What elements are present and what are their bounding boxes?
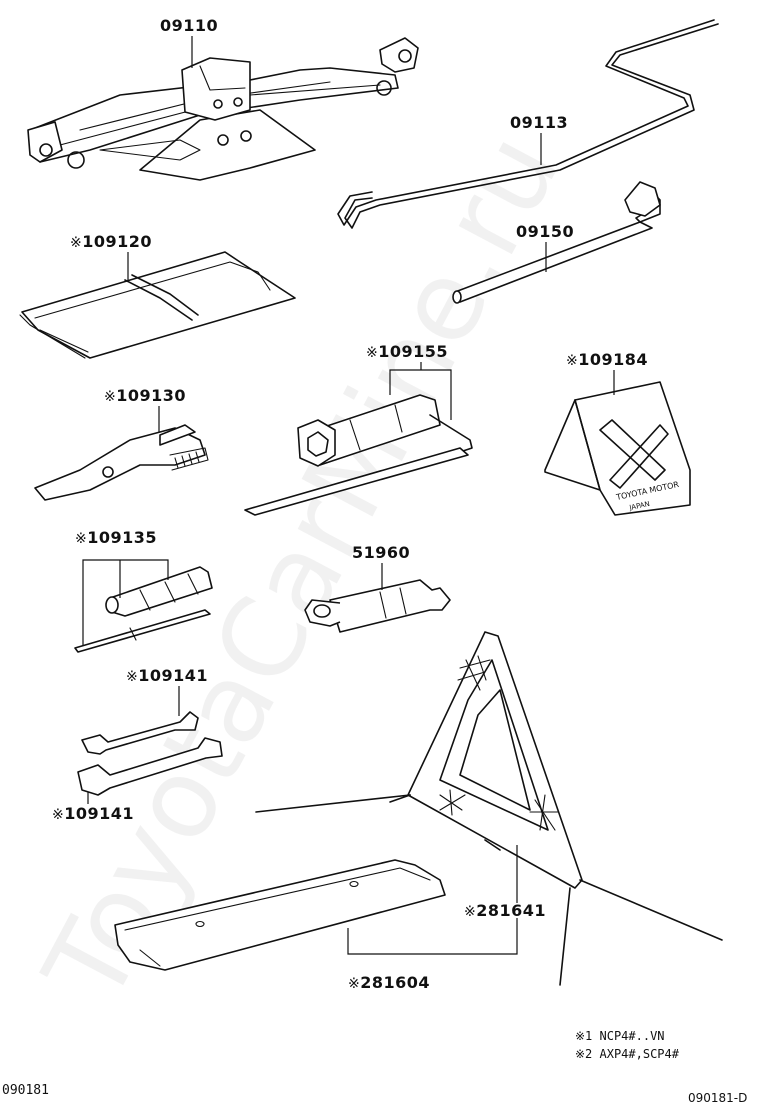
label-09184: ※109184 [566, 350, 648, 369]
spanner-upper-illustration [81, 711, 199, 755]
label-81604: ※281604 [348, 973, 430, 992]
footer-left-code: 090181 [2, 1083, 49, 1098]
jack-handle-illustration [337, 19, 719, 229]
label-09155: ※109155 [366, 342, 448, 361]
plug-wrench-illustration [244, 394, 473, 516]
label-09135: ※109135 [75, 528, 157, 547]
tool-plate-illustration: TOYOTA MOTOR JAPAN [544, 381, 691, 516]
footer-right-code: 090181-D [688, 1091, 747, 1105]
label-81641: ※281641 [464, 901, 546, 920]
screwdriver-illustration [74, 566, 213, 653]
warning-triangle-illustration [255, 631, 723, 986]
note-2: ※2 AXP4#,SCP4# [575, 1047, 680, 1061]
label-51960: 51960 [352, 543, 410, 562]
label-09113: 09113 [510, 113, 568, 132]
jack-illustration [27, 37, 419, 181]
label-09120: ※109120 [70, 232, 152, 251]
label-09141-upper: ※109141 [126, 666, 208, 685]
note-1: ※1 NCP4#..VN [575, 1029, 665, 1043]
label-09150: 09150 [516, 222, 574, 241]
lug-wrench-illustration [452, 181, 661, 304]
towing-hook-illustration [304, 579, 451, 633]
triangle-case-illustration [114, 859, 446, 971]
spanner-lower-illustration [77, 737, 223, 796]
tool-bag-illustration [19, 251, 296, 359]
label-09130: ※109130 [104, 386, 186, 405]
label-09110: 09110 [160, 16, 218, 35]
pliers-illustration [34, 424, 209, 501]
label-09141-lower: ※109141 [52, 804, 134, 823]
